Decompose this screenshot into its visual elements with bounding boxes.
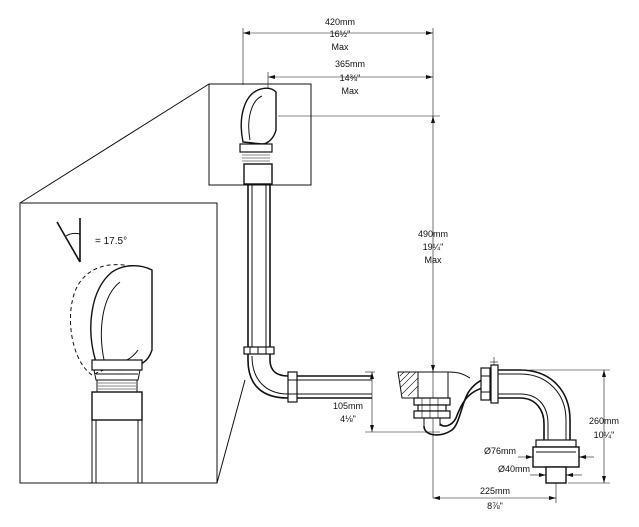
dim-width-inner-note: Max xyxy=(341,86,359,96)
dim-width-inner-inch: 14⅜" xyxy=(340,73,361,83)
dim-trap-height-mm: 105mm xyxy=(333,401,363,411)
dim-height-total-inch: 19¼" xyxy=(423,242,444,252)
dim-width-total-inch: 16½" xyxy=(330,29,351,39)
dim-outlet-offset-inch: 8⅞" xyxy=(487,501,503,511)
dim-width-inner: 365mm 14⅜" Max xyxy=(267,59,433,96)
dim-outlet-offset-mm: 225mm xyxy=(480,486,510,496)
dim-diameter-outer-label: Ø76mm xyxy=(484,446,516,456)
u-trap xyxy=(423,371,491,436)
waste-outlet xyxy=(397,371,451,426)
dim-diameter-inner-label: Ø40mm xyxy=(498,464,530,474)
dim-width-total-mm: 420mm xyxy=(325,17,355,27)
detail-overflow-elbow xyxy=(69,264,153,483)
dim-diameter-inner: Ø40mm xyxy=(498,464,582,477)
dim-outlet-offset: 225mm 8⅞" xyxy=(433,483,557,511)
detail-source-frame xyxy=(208,83,312,186)
overflow-elbow xyxy=(239,87,277,185)
dim-outlet-height-mm: 260mm xyxy=(589,416,619,426)
vertical-overflow-pipe xyxy=(243,184,275,355)
dim-width-total: 420mm 16½" Max xyxy=(242,17,434,118)
detail-callout-line-bottom xyxy=(216,379,246,484)
outlet-elbow xyxy=(498,369,571,440)
detail-callout-line-top xyxy=(19,83,210,204)
elbow-nut xyxy=(287,371,298,403)
dim-height-total-note: Max xyxy=(424,255,442,265)
dim-outlet-height: 260mm 10¼" xyxy=(530,369,619,484)
horizontal-pipe xyxy=(297,375,372,399)
detail-enlarged-frame xyxy=(19,202,218,484)
dim-width-total-note: Max xyxy=(331,42,349,52)
angle-label: = 17.5° xyxy=(95,236,127,247)
lower-elbow xyxy=(247,354,289,399)
dim-outlet-height-inch: 10¼" xyxy=(594,430,615,440)
dim-height-total-mm: 490mm xyxy=(418,229,448,239)
dim-diameter-outer: Ø76mm xyxy=(484,446,594,459)
dim-height-total: 490mm 19¼" Max xyxy=(278,115,448,498)
dim-width-inner-mm: 365mm xyxy=(335,59,365,69)
dim-trap-height-inch: 4⅛" xyxy=(340,414,356,424)
trap-outlet-nuts xyxy=(480,357,499,404)
angle-symbol-icon xyxy=(56,218,81,263)
